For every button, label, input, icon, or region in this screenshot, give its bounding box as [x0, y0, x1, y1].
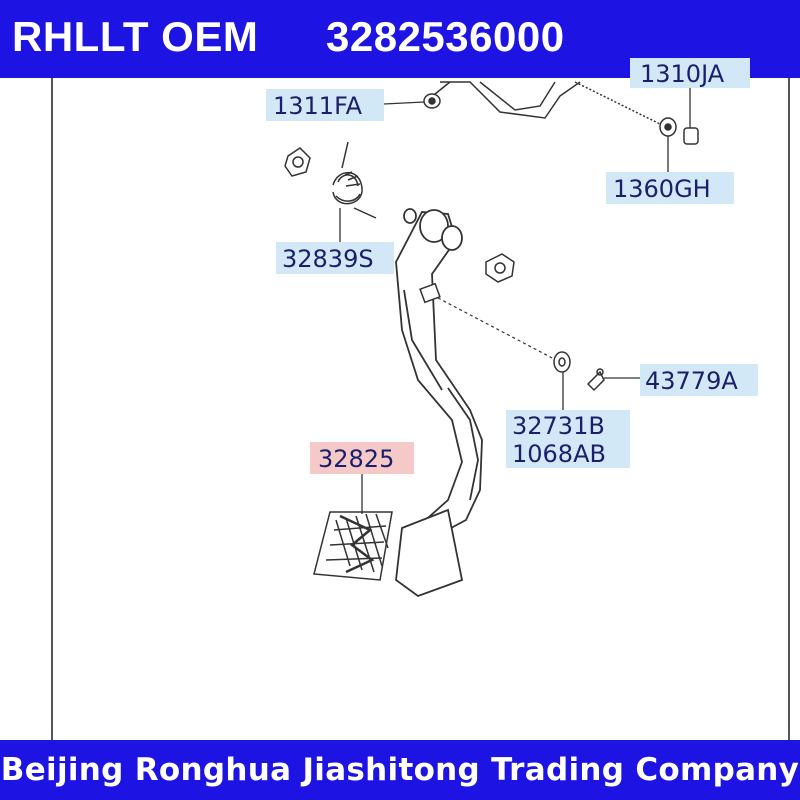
callout-32825-text: 32825	[318, 445, 394, 473]
leader-lines	[339, 88, 691, 514]
stud-pin	[419, 282, 441, 304]
footer-banner: Beijing Ronghua Jiashitong Trading Compa…	[0, 740, 800, 800]
callout-1360GH: 1360GH	[606, 172, 734, 204]
return-spring	[332, 141, 377, 219]
callout-43779A: 43779A	[640, 364, 758, 396]
upper-bracket	[429, 81, 661, 125]
nuts-1360GH	[659, 117, 699, 145]
clip-43779A	[586, 368, 605, 392]
pivot-bolt	[485, 253, 515, 283]
callout-1311FA-text: 1311FA	[273, 92, 363, 120]
callout-1310JA-text: 1310JA	[640, 60, 725, 88]
callout-32839S-text: 32839S	[282, 245, 374, 273]
callout-32731B: 32731B 1068AB	[506, 410, 630, 468]
washer-32731B	[553, 351, 571, 373]
company-name: Beijing Ronghua Jiashitong Trading Compa…	[0, 752, 800, 788]
nut-1311FA	[423, 93, 441, 109]
callout-32839S: 32839S	[276, 242, 394, 274]
callout-1311FA: 1311FA	[266, 89, 384, 121]
callout-1068AB-text: 1068AB	[512, 440, 606, 468]
callout-1310JA: 1310JA	[630, 58, 750, 88]
brake-pedal-pad	[395, 508, 464, 598]
callout-32731B-text: 32731B	[512, 412, 605, 440]
pedal-pad-cover	[313, 511, 393, 581]
callout-32825: 32825	[310, 442, 414, 474]
callout-43779A-text: 43779A	[645, 367, 738, 395]
part-number: 3282536000	[326, 13, 565, 60]
brake-pedal-arm	[395, 208, 483, 537]
dashed-leader-stud	[437, 297, 557, 361]
callout-1360GH-text: 1360GH	[613, 175, 711, 203]
brand-title: RHLLT OEM	[12, 13, 259, 60]
nut-left	[284, 147, 311, 177]
